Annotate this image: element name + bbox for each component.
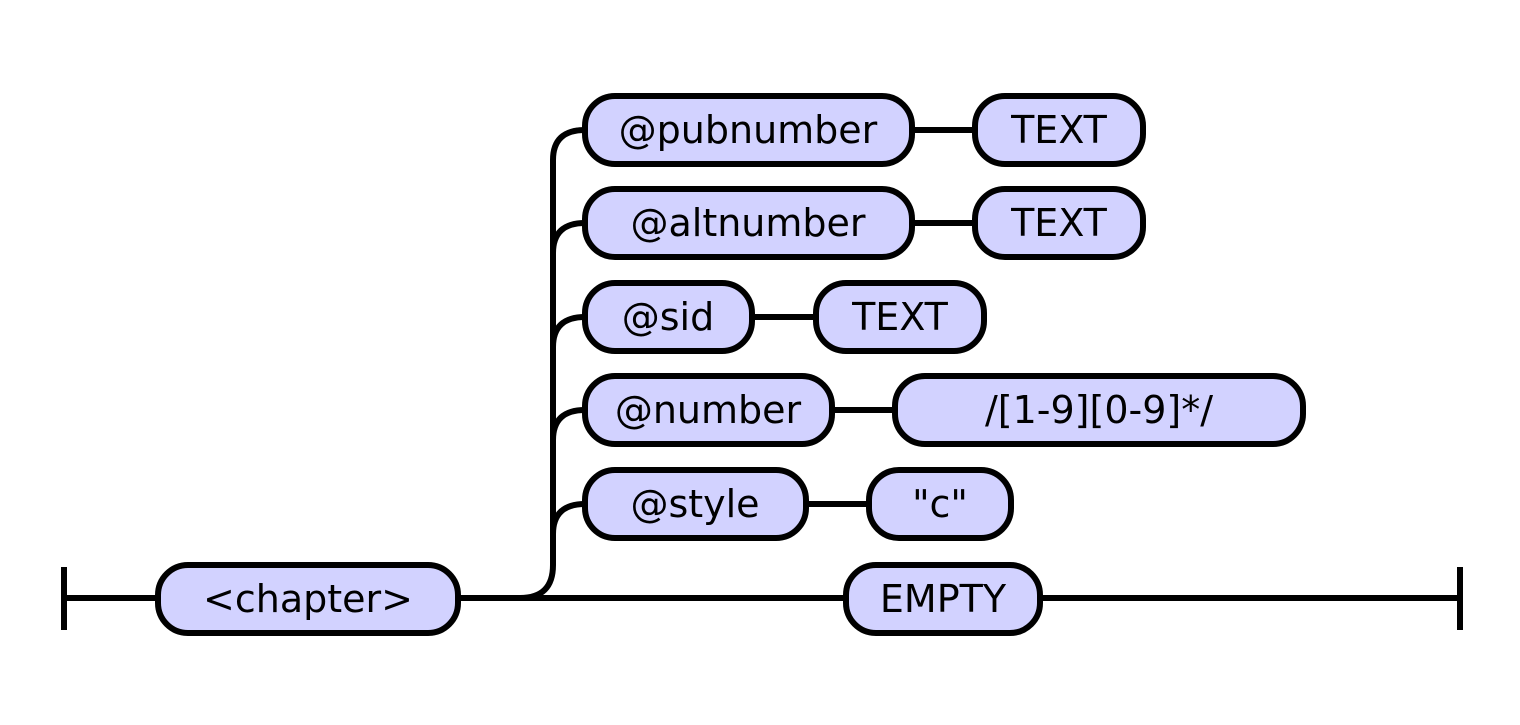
node-empty-label: EMPTY (880, 577, 1007, 621)
value-pubnumber-label: TEXT (1010, 108, 1108, 152)
connector-lines (61, 127, 1463, 630)
node-attribute-sid: @sid (582, 280, 755, 354)
node-value-altnumber: TEXT (972, 186, 1146, 260)
attribute-pubnumber-label: @pubnumber (619, 108, 878, 152)
node-attribute-style: @style (582, 467, 809, 541)
node-value-sid: TEXT (813, 280, 987, 354)
value-style-label: "c" (912, 482, 968, 526)
value-sid-label: TEXT (851, 295, 949, 339)
node-value-pubnumber: TEXT (972, 93, 1146, 167)
branch-to-altnumber (550, 220, 586, 254)
branch-to-style (550, 501, 586, 535)
node-value-style: "c" (866, 467, 1014, 541)
branch-to-sid (550, 314, 586, 348)
node-chapter: <chapter> (155, 562, 461, 636)
node-empty: EMPTY (843, 562, 1043, 636)
node-chapter-label: <chapter> (203, 577, 413, 621)
branch-to-number (550, 407, 586, 441)
node-attribute-altnumber: @altnumber (582, 186, 915, 260)
attribute-sid-label: @sid (622, 295, 714, 339)
attribute-number-label: @number (615, 388, 802, 432)
node-value-number: /[1-9][0-9]*/ (892, 373, 1306, 447)
branch-trunk (519, 127, 586, 601)
attribute-altnumber-label: @altnumber (630, 201, 865, 245)
value-altnumber-label: TEXT (1010, 201, 1108, 245)
node-attribute-pubnumber: @pubnumber (582, 93, 915, 167)
value-number-label: /[1-9][0-9]*/ (985, 388, 1213, 432)
node-attribute-number: @number (582, 373, 835, 447)
attribute-style-label: @style (630, 482, 759, 526)
